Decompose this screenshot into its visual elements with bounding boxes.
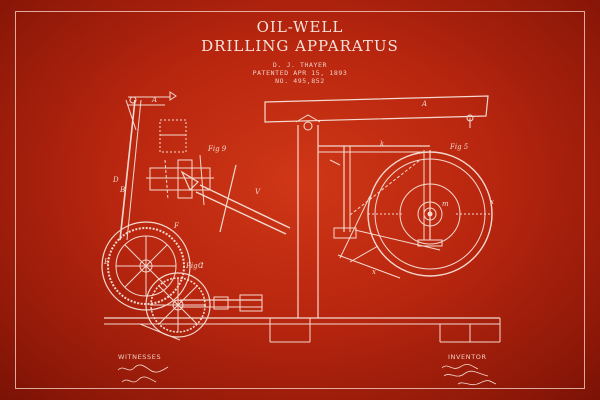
lever-v bbox=[199, 184, 291, 229]
callout-a-top: A bbox=[152, 96, 158, 104]
wheel-base bbox=[417, 239, 443, 247]
left-post-outer bbox=[119, 99, 136, 241]
title-line-2: DRILLING APPARATUS bbox=[201, 37, 399, 55]
callout-v: V bbox=[255, 188, 261, 196]
callout-k: k bbox=[380, 140, 385, 148]
fig9-label: Fig 9 bbox=[208, 145, 227, 153]
inventor-signatures bbox=[441, 363, 497, 386]
beam-tip bbox=[169, 91, 177, 101]
patent-date: PATENTED APR 15, 1893 bbox=[252, 69, 348, 77]
callout-d: D bbox=[113, 176, 119, 184]
callout-c: C bbox=[198, 262, 204, 270]
callout-b: B bbox=[120, 186, 126, 194]
small-gear bbox=[145, 272, 211, 338]
callout-x-right: x bbox=[490, 198, 494, 206]
walking-beam bbox=[264, 95, 489, 123]
callout-a-beam: A bbox=[422, 100, 428, 108]
left-post-inner bbox=[126, 99, 142, 241]
fig9-housing bbox=[149, 167, 211, 191]
patent-number: NO. 495,852 bbox=[275, 77, 325, 85]
pitman-foot bbox=[333, 227, 357, 239]
callout-e: E bbox=[104, 258, 110, 266]
band-wheel bbox=[367, 150, 493, 277]
inventor-label: INVENTOR bbox=[448, 353, 487, 361]
title-line-1: OIL-WELL bbox=[256, 18, 344, 36]
fig5-label: Fig 5 bbox=[450, 143, 469, 151]
inventor-name: D. J. THAYER bbox=[272, 61, 328, 69]
callout-x-bottom: x bbox=[372, 268, 376, 276]
callout-m: m bbox=[442, 200, 449, 208]
witnesses-label: WITNESSES bbox=[118, 353, 162, 361]
large-gear bbox=[101, 221, 191, 311]
sheet-border bbox=[15, 11, 585, 389]
slide-block bbox=[239, 294, 263, 312]
fig1-label: Fig 1 bbox=[186, 262, 205, 270]
witness-signatures bbox=[117, 364, 169, 383]
callout-f: F bbox=[174, 222, 179, 230]
column-block bbox=[159, 119, 187, 153]
